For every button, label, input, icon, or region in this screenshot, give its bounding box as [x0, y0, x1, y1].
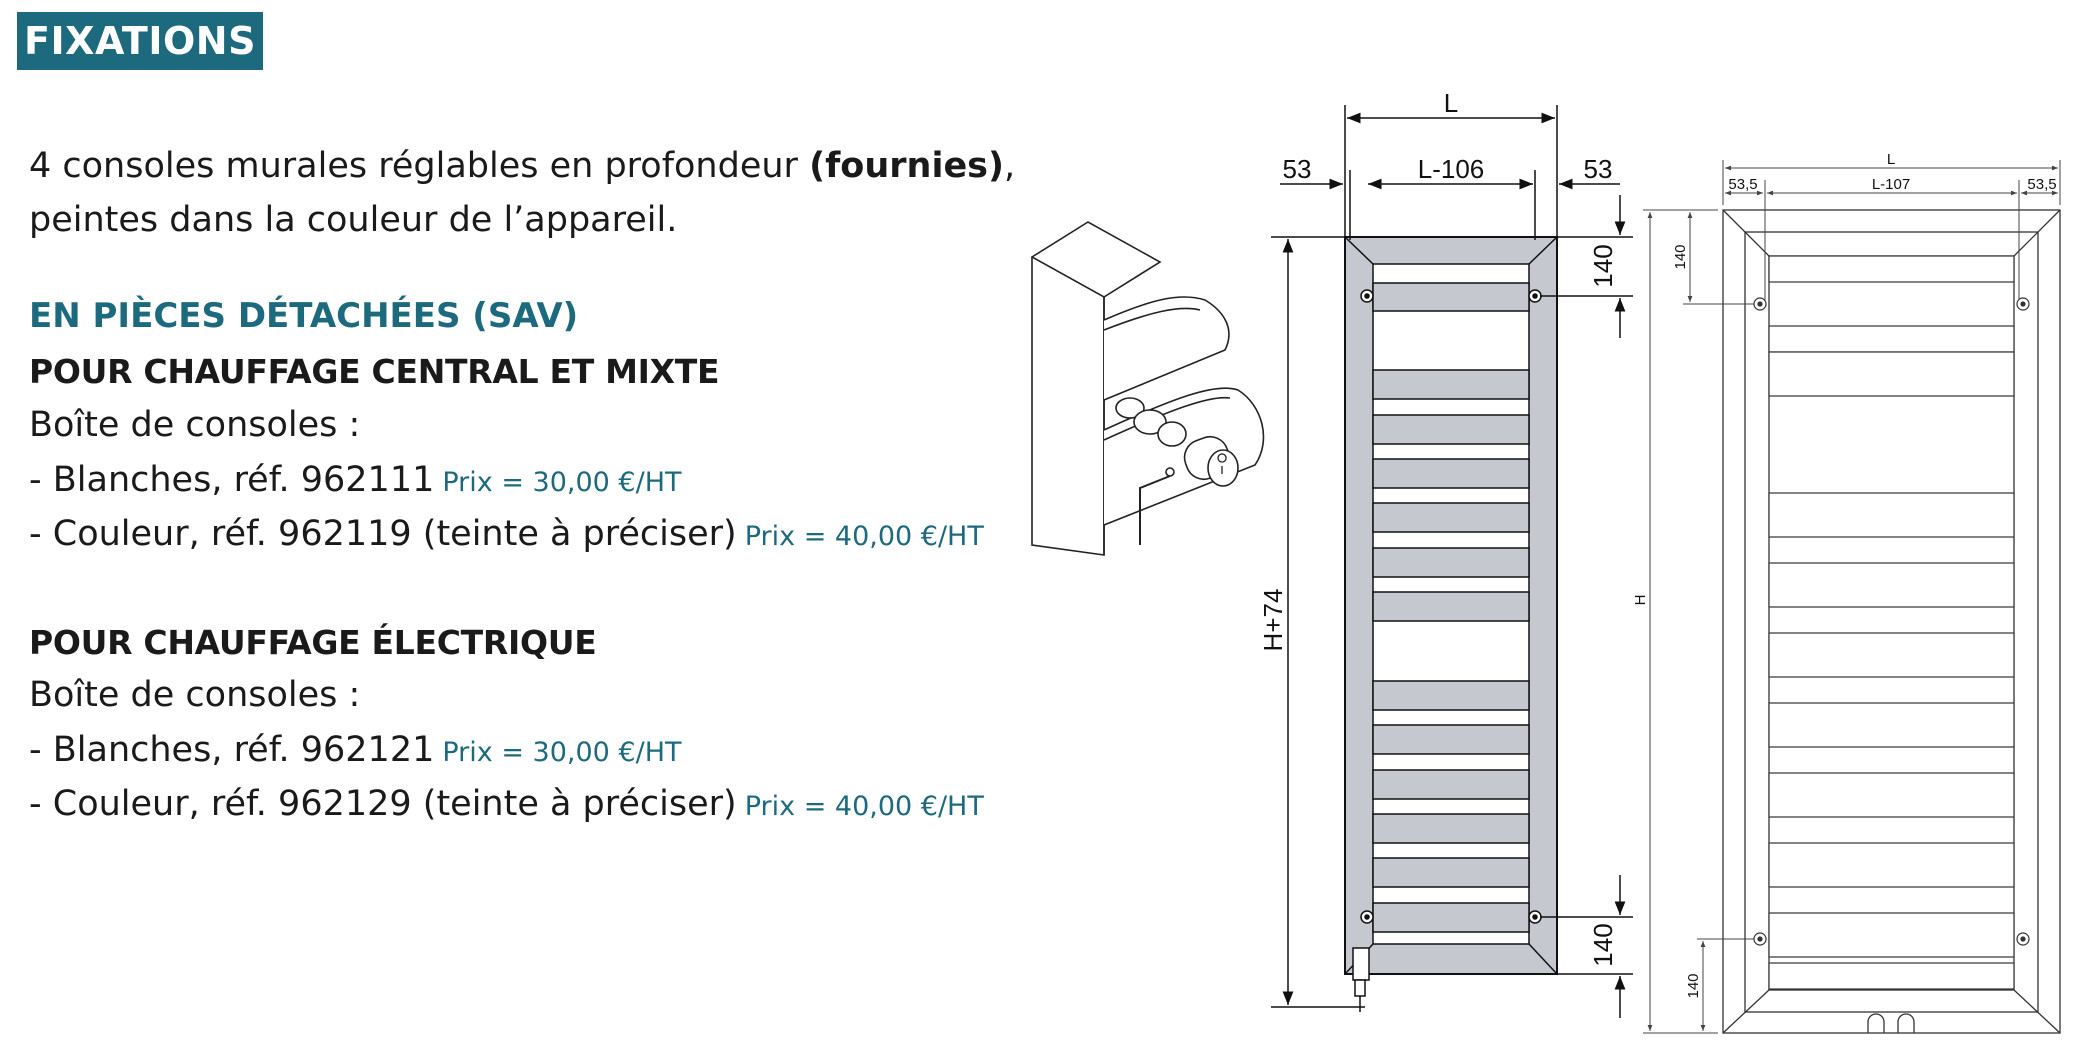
dim-height: H+74: [1258, 589, 1288, 652]
dim2-inner: L-107: [1872, 176, 1910, 193]
dim-inner: L-106: [1418, 154, 1485, 184]
dim-top-offset: 140: [1588, 244, 1618, 287]
dim2-height: H: [1632, 595, 1649, 606]
dim2-top-offset: 140: [1672, 244, 1689, 269]
radiator-drawing-front: L 53 L-106 53 H+74 140 140: [1258, 88, 1633, 1018]
item-label: - Couleur, réf. 962129 (teinte à précise…: [29, 784, 737, 824]
intro-text: 4 consoles murales réglables en profonde…: [29, 139, 1015, 247]
item-price: Prix = 40,00 €/HT: [744, 791, 984, 822]
dim2-side-right: 53,5: [2027, 176, 2056, 193]
intro-line2: peintes dans la couleur de l’appareil.: [29, 200, 678, 240]
dim-width: L: [1444, 88, 1458, 118]
central-item-color: - Couleur, réf. 962119 (teinte à précise…: [29, 514, 984, 554]
electric-item-color: - Couleur, réf. 962129 (teinte à précise…: [29, 784, 984, 824]
dim-side-right: 53: [1584, 154, 1613, 184]
intro-part1: 4 consoles murales réglables en profonde…: [29, 146, 810, 186]
section-title-badge: FIXATIONS: [17, 12, 263, 70]
spare-parts-heading: EN PIÈCES DÉTACHÉES (SAV): [29, 296, 579, 336]
wall-bracket-illustration: [1030, 221, 1265, 556]
dim-side-left: 53: [1283, 154, 1312, 184]
item-price: Prix = 40,00 €/HT: [744, 521, 984, 552]
dim2-bottom-offset: 140: [1685, 973, 1702, 998]
central-box-label: Boîte de consoles :: [29, 405, 361, 445]
item-label: - Blanches, réf. 962111: [29, 460, 435, 500]
item-price: Prix = 30,00 €/HT: [442, 467, 682, 498]
radiator-drawing-outline: L 53,5 L-107 53,5 H 140 140: [1632, 151, 2061, 1034]
item-label: - Couleur, réf. 962119 (teinte à précise…: [29, 514, 737, 554]
dim2-width: L: [1887, 151, 1895, 168]
item-price: Prix = 30,00 €/HT: [442, 737, 682, 768]
electric-heading: POUR CHAUFFAGE ÉLECTRIQUE: [29, 623, 597, 662]
electric-box-label: Boîte de consoles :: [29, 675, 361, 715]
item-label: - Blanches, réf. 962121: [29, 730, 435, 770]
intro-part2: ,: [1004, 146, 1016, 186]
dim-bottom-offset: 140: [1588, 923, 1618, 966]
central-heading: POUR CHAUFFAGE CENTRAL ET MIXTE: [29, 352, 720, 391]
intro-bold: (fournies): [809, 146, 1005, 186]
dim2-side-left: 53,5: [1728, 176, 1757, 193]
